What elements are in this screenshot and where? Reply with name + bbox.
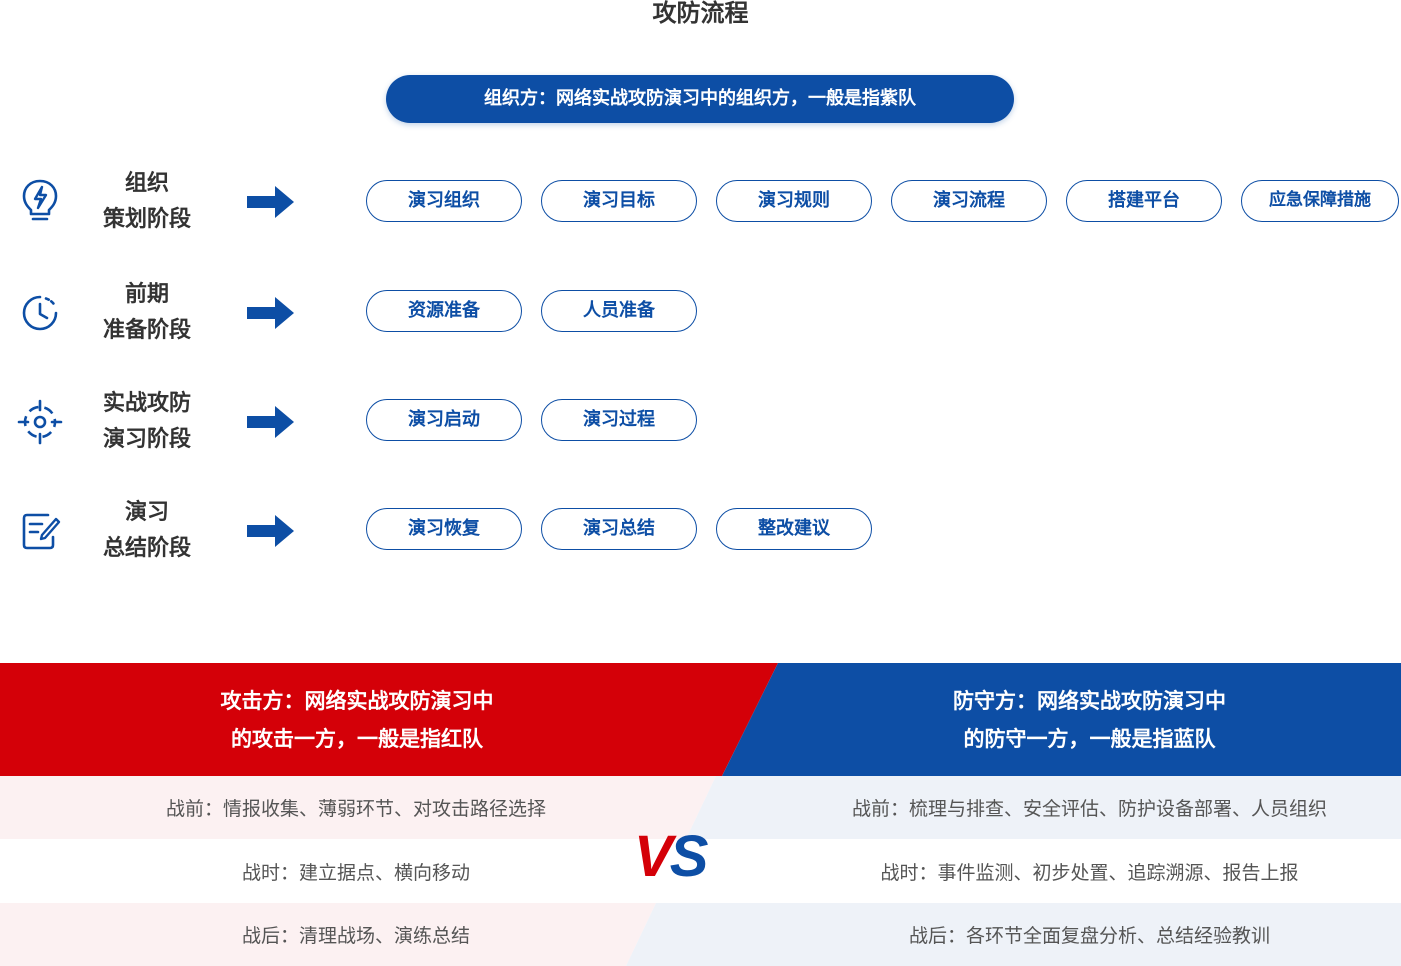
stage-label: 组织 策划阶段 [88,166,206,238]
lightbulb-icon [22,179,58,221]
edit-note-icon [22,513,61,550]
chip-rectification-advice[interactable]: 整改建议 [716,508,872,550]
stage-label-line1: 组织 [124,171,169,196]
vs-letter-s: S [670,828,709,882]
chip-build-platform[interactable]: 搭建平台 [1066,180,1222,222]
defender-row-after: 战后：各环节全面复盘分析、总结经验教训 [908,925,1270,947]
arrow-right-icon [247,186,294,218]
stage-preparation: 前期 准备阶段 资源准备 人员准备 [0,271,1401,361]
defender-header: 防守方：网络实战攻防演习中 的防守一方，一般是指蓝队 [778,682,1401,758]
stage-label: 前期 准备阶段 [88,277,206,349]
defender-row-before: 战前：梳理与排查、安全评估、防护设备部署、人员组织 [851,798,1327,820]
stage-planning: 组织 策划阶段 演习组织 演习目标 演习规则 演习流程 搭建平台 应急保障措施 [0,160,1401,250]
page-title: 攻防流程 [652,0,749,27]
chip-drill-goals[interactable]: 演习目标 [541,180,697,222]
attacker-header-line2: 的攻击一方，一般是指红队 [231,727,483,751]
stage-label-line1: 实战攻防 [102,391,191,416]
chip-drill-recovery[interactable]: 演习恢复 [366,508,522,550]
chip-resource-prep[interactable]: 资源准备 [366,290,522,332]
stage-live-drill: 实战攻防 演习阶段 演习启动 演习过程 [0,380,1401,470]
svg-text:VS: VS [634,828,709,882]
chip-drill-organization[interactable]: 演习组织 [366,180,522,222]
crosshair-icon [17,399,63,445]
chip-drill-summary[interactable]: 演习总结 [541,508,697,550]
attacker-row-after: 战后：清理战场、演练总结 [241,925,470,947]
chip-drill-rules[interactable]: 演习规则 [716,180,872,222]
stage-label-line1: 前期 [124,282,169,307]
stage-label-line2: 准备阶段 [102,318,191,343]
chip-emergency-measures[interactable]: 应急保障措施 [1241,180,1399,222]
chip-personnel-prep[interactable]: 人员准备 [541,290,697,332]
defender-row-during: 战时：事件监测、初步处置、追踪溯源、报告上报 [880,862,1299,884]
stage-summary: 演习 总结阶段 演习恢复 演习总结 整改建议 [0,489,1401,579]
chip-drill-progress[interactable]: 演习过程 [541,399,697,441]
arrow-right-icon [247,515,294,547]
chip-drill-start[interactable]: 演习启动 [366,399,522,441]
defender-header-line1: 防守方：网络实战攻防演习中 [953,689,1226,713]
attacker-row-before: 战前：情报收集、薄弱环节、对攻击路径选择 [165,798,546,820]
stage-label-line2: 总结阶段 [102,536,191,561]
chip-drill-process[interactable]: 演习流程 [891,180,1047,222]
stage-label-line1: 演习 [124,500,169,525]
arrow-right-icon [247,406,294,438]
vs-comparison: 攻击方：网络实战攻防演习中 的攻击一方，一般是指红队 防守方：网络实战攻防演习中… [0,663,1401,966]
vs-badge: VS [634,828,712,882]
stage-label-line2: 策划阶段 [102,207,191,232]
arrow-right-icon [247,297,294,329]
organizer-banner: 组织方：网络实战攻防演习中的组织方，一般是指紫队 [386,75,1014,123]
stage-label: 演习 总结阶段 [88,495,206,567]
vs-background [0,663,1401,966]
stage-label: 实战攻防 演习阶段 [88,386,206,458]
attacker-header: 攻击方：网络实战攻防演习中 的攻击一方，一般是指红队 [0,682,714,758]
stage-label-line2: 演习阶段 [102,427,191,452]
attacker-header-line1: 攻击方：网络实战攻防演习中 [220,689,494,713]
attacker-row-during: 战时：建立据点、横向移动 [241,862,470,884]
clock-icon [22,295,58,331]
defender-header-line2: 的防守一方，一般是指蓝队 [963,727,1216,751]
